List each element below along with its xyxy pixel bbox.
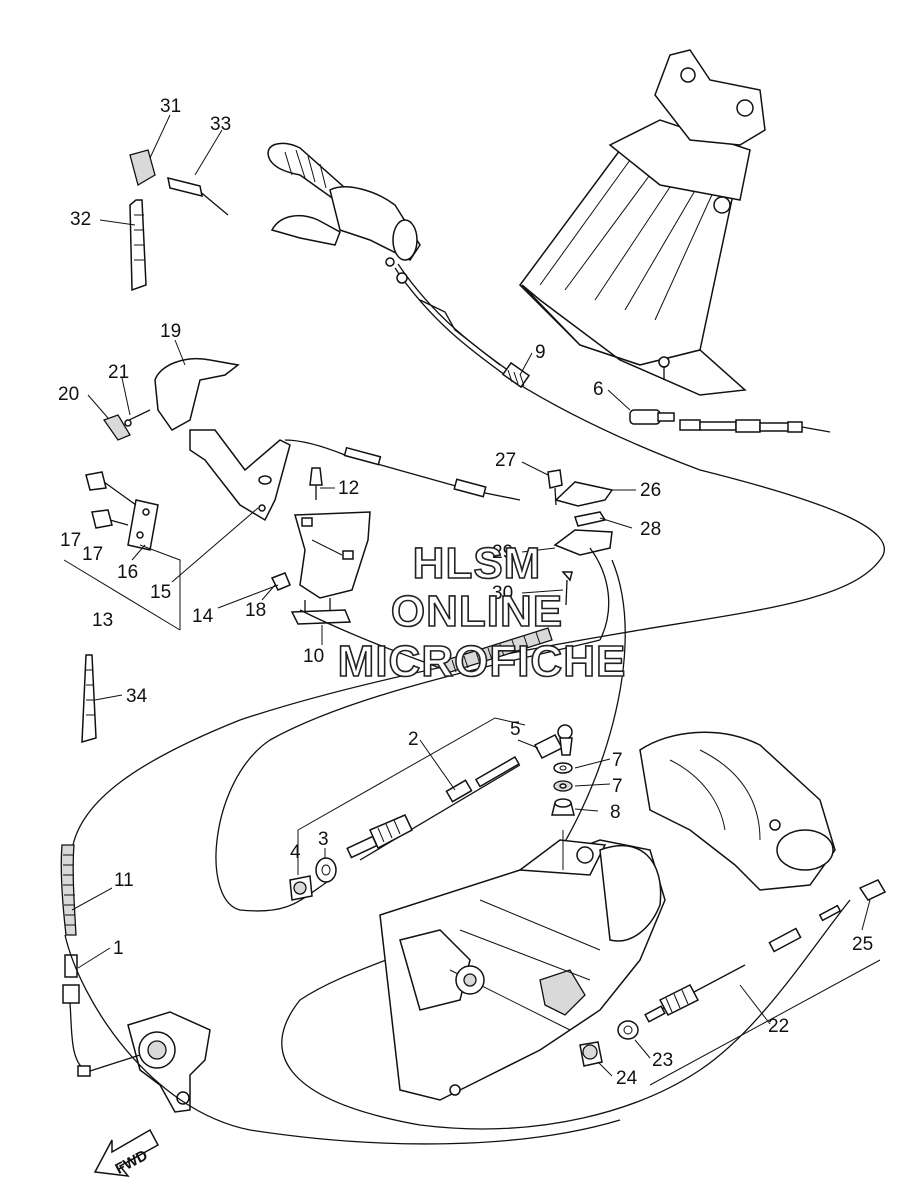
callout-10: 10: [303, 646, 324, 667]
washers-and-nuts: [289, 762, 575, 901]
bracket-26-28-29: [547, 469, 614, 641]
callout-25: 25: [852, 934, 873, 955]
callout-28: 28: [640, 519, 661, 540]
callout-8: 8: [610, 802, 621, 823]
watermark-line-2: ONLINE: [391, 587, 563, 636]
callout-17a: 17: [60, 530, 81, 551]
leader-lines: [71, 114, 871, 1077]
callout-24: 24: [616, 1068, 638, 1089]
callout-19: 19: [160, 321, 181, 342]
callout-29: 29: [492, 542, 513, 563]
callout-13: 13: [92, 610, 113, 631]
callout-31: 31: [160, 96, 181, 117]
plate-16-bolts-17: [63, 471, 181, 631]
callout-5: 5: [510, 719, 521, 740]
shift-cable-loop: [64, 559, 851, 1145]
bracket-14-plate-10: [270, 511, 371, 625]
watermark-line-3: MICROFICHE: [338, 637, 627, 686]
callout-26: 26: [640, 480, 661, 501]
callout-20: 20: [58, 384, 79, 405]
callout-14: 14: [192, 606, 214, 627]
callout-11: 11: [114, 870, 134, 891]
watermark-line-1: HLSM: [413, 539, 542, 588]
clip-31-pin-33-tie-32: [129, 149, 229, 292]
handlebar-grip-assembly: [267, 142, 421, 261]
callout-17b: 17: [82, 544, 103, 565]
callout-21: 21: [108, 362, 129, 383]
callout-labels: 31 33 32 19 21 20 9 6 27 26 12 28 29 30 …: [58, 96, 873, 1089]
callout-23: 23: [652, 1050, 673, 1071]
callout-7a: 7: [612, 750, 623, 771]
jet-pump-housing: [379, 731, 836, 1101]
callout-34: 34: [126, 686, 148, 707]
cable-tie-34: [81, 654, 97, 744]
callout-15: 15: [150, 582, 171, 603]
shift-cable-2: [297, 717, 526, 870]
callout-6: 6: [593, 379, 604, 400]
callout-18: 18: [245, 600, 266, 621]
callout-3: 3: [318, 829, 329, 850]
cable-fitting-6: [629, 409, 831, 433]
ball-joint-5: [533, 724, 573, 759]
callout-33: 33: [210, 114, 231, 135]
callout-27: 27: [495, 450, 516, 471]
callout-12: 12: [338, 478, 359, 499]
callout-1: 1: [113, 938, 124, 959]
throttle-body-assembly: [89, 1011, 211, 1113]
callout-16: 16: [117, 562, 138, 583]
cable-22-and-fittings: [579, 879, 887, 1086]
watermark: HLSM ONLINE MICROFICHE: [337, 538, 627, 687]
callout-7b: 7: [612, 776, 623, 797]
callout-4: 4: [290, 842, 301, 863]
callout-30: 30: [492, 583, 513, 604]
callout-32: 32: [70, 209, 91, 230]
rivet-12-and-inner-cable: [284, 439, 521, 501]
fwd-arrow: FWD: [93, 1128, 160, 1178]
lever-bracket-15: [189, 429, 291, 522]
cable-spring-sleeve: [299, 609, 553, 675]
throttle-lever-19: [102, 358, 240, 441]
callout-2: 2: [408, 729, 419, 750]
cable-11-and-cable-1: [60, 844, 91, 1077]
callout-9: 9: [535, 342, 546, 363]
steering-column: [519, 49, 766, 396]
throttle-cable-9: [71, 257, 886, 851]
callout-22: 22: [768, 1016, 789, 1037]
